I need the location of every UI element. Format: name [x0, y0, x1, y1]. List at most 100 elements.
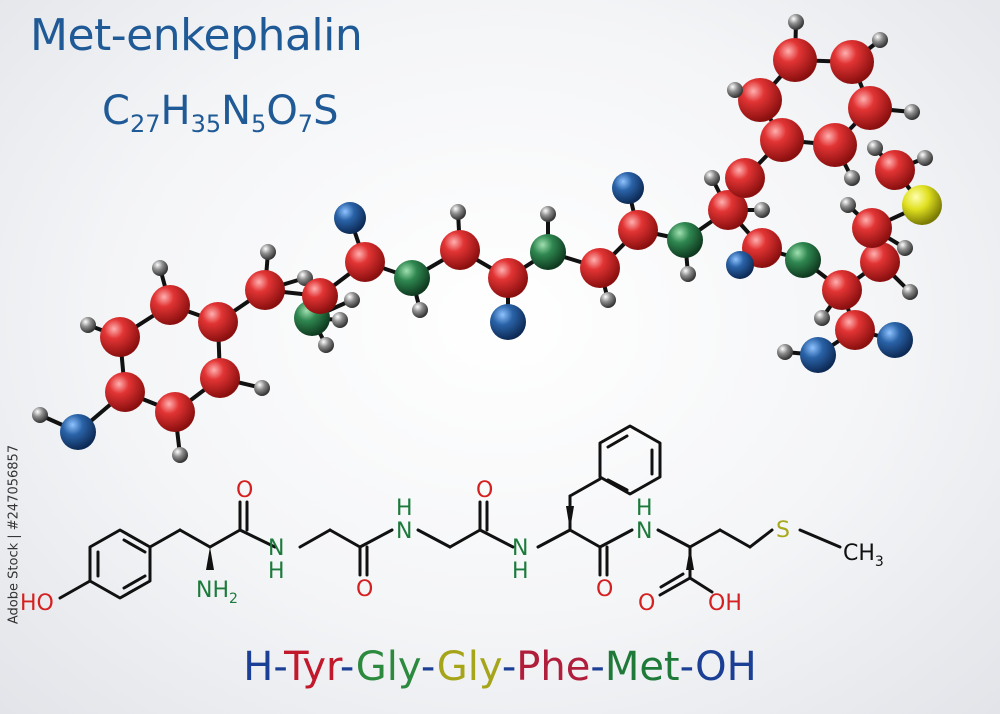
amide-h-label: H — [512, 559, 529, 584]
amide-nitrogen-atom — [530, 234, 566, 270]
carbon-oxygen-atom — [150, 285, 190, 325]
hydrogen-atom — [727, 82, 743, 98]
carbon-oxygen-atom — [835, 310, 875, 350]
hydrogen-atom — [917, 150, 933, 166]
hydrogen-atom — [867, 140, 883, 156]
oxygen-label: O — [356, 577, 373, 602]
hydrogen-atom — [904, 104, 920, 120]
carbon-oxygen-atom — [738, 78, 782, 122]
hydrogen-atom — [704, 170, 720, 186]
hydrogen-atom — [897, 240, 913, 256]
amide-h-label: H — [268, 559, 285, 584]
carbon-oxygen-atom — [860, 242, 900, 282]
hydroxyl-label: HO — [20, 591, 54, 616]
carbon-oxygen-atom — [618, 210, 658, 250]
carbon-oxygen-atom — [830, 40, 874, 84]
carbon-oxygen-atom — [200, 358, 240, 398]
amide-nitrogen-atom — [394, 260, 430, 296]
carbon-oxygen-atom — [848, 86, 892, 130]
carbon-oxygen-atom — [822, 270, 862, 310]
sulfur-label: S — [776, 518, 790, 543]
amide-n-label: N — [268, 536, 284, 561]
hydrogen-atom — [540, 206, 556, 222]
sequence-segment: Tyr — [284, 644, 340, 690]
carboxyl-hydroxyl-label: OH — [708, 591, 742, 616]
oxygen-label: O — [476, 478, 493, 503]
nitrogen-oxygen-atom — [60, 414, 96, 450]
hydrogen-atom — [332, 312, 348, 328]
formula-part: N5 — [221, 88, 267, 138]
amide-n-label: N — [396, 519, 412, 544]
formula-part: H35 — [160, 88, 222, 138]
molecule-name: Met-enkephalin — [30, 10, 363, 61]
amide-n-label: N — [512, 536, 528, 561]
carbon-oxygen-atom — [245, 270, 285, 310]
carbon-oxygen-atom — [100, 317, 140, 357]
stock-id: Adobe Stock | #247056857 — [6, 444, 22, 625]
wedge-bond — [686, 547, 694, 570]
molecular-formula: C27H35N5O7S — [102, 88, 338, 138]
wedge-bond — [566, 506, 574, 530]
hydrogen-atom — [777, 344, 793, 360]
carbon-oxygen-atom — [345, 242, 385, 282]
hydrogen-atom — [872, 32, 888, 48]
hydrogen-atom — [318, 337, 334, 353]
formula-part: C27 — [102, 88, 161, 138]
skeletal-bonds — [58, 424, 842, 600]
hydrogen-atom — [412, 302, 428, 318]
formula-part: S — [313, 88, 339, 134]
hydrogen-atom — [600, 292, 616, 308]
hydrogen-atom — [172, 447, 188, 463]
hydrogen-atom — [902, 284, 918, 300]
nitrogen-oxygen-atom — [726, 251, 754, 279]
hydrogen-atom — [260, 244, 276, 260]
hydrogen-atom — [344, 292, 360, 308]
nitrogen-oxygen-atom — [800, 337, 836, 373]
hydrogen-atom — [152, 260, 168, 276]
carbon-oxygen-atom — [773, 38, 817, 82]
amide-h-label: H — [636, 496, 653, 521]
nitrogen-oxygen-atom — [612, 172, 644, 204]
carboxyl-oxygen-label: O — [638, 591, 655, 616]
carbon-oxygen-atom — [198, 302, 238, 342]
carbon-oxygen-atom — [105, 372, 145, 412]
methyl-label: CH3 — [843, 541, 884, 570]
sulfur-atom — [902, 185, 942, 225]
amide-nitrogen-atom — [667, 222, 703, 258]
carbon-oxygen-atom — [302, 278, 338, 314]
sequence-segment: -OH — [679, 644, 757, 690]
hydrogen-atom — [844, 170, 860, 186]
hydrogen-atom — [814, 310, 830, 326]
carbon-oxygen-atom — [488, 258, 528, 298]
oxygen-label: O — [236, 478, 253, 503]
sequence-segment: Gly — [436, 644, 502, 690]
sequence-segment: - — [590, 644, 605, 690]
peptide-sequence: H-Tyr-Gly-Gly-Phe-Met-OH — [0, 644, 1000, 690]
hydrogen-atom — [680, 266, 696, 282]
amide-n-label: N — [636, 519, 652, 544]
oxygen-label: O — [596, 577, 613, 602]
hydrogen-atom — [254, 380, 270, 396]
carbon-oxygen-atom — [760, 118, 804, 162]
nitrogen-oxygen-atom — [334, 202, 366, 234]
carbon-oxygen-atom — [725, 158, 765, 198]
hydrogen-atom — [840, 197, 856, 213]
sequence-segment: Gly — [355, 644, 421, 690]
hydrogen-atom — [788, 14, 804, 30]
amide-h-label: H — [396, 496, 413, 521]
nitrogen-oxygen-atom — [877, 322, 913, 358]
sequence-segment: Phe — [516, 644, 591, 690]
carbon-oxygen-atom — [580, 248, 620, 288]
model-atoms — [32, 14, 942, 463]
sequence-segment: - — [420, 644, 437, 690]
carbon-oxygen-atom — [708, 190, 748, 230]
wedge-bond — [206, 547, 214, 570]
carbon-oxygen-atom — [440, 230, 480, 270]
sequence-segment: Met — [604, 644, 680, 690]
nitrogen-oxygen-atom — [490, 304, 526, 340]
carbon-oxygen-atom — [155, 392, 195, 432]
